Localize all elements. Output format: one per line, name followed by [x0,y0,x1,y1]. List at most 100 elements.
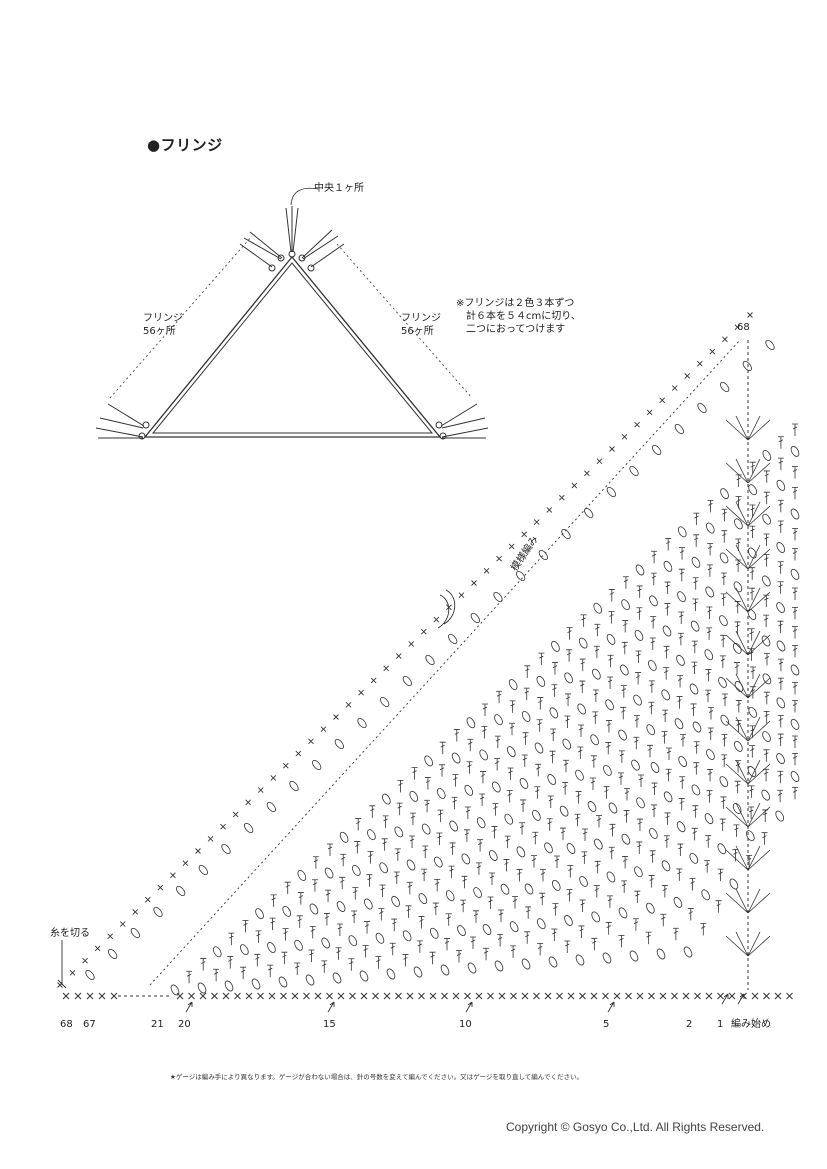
puff-stitch [776,753,785,765]
tassel-strand [301,229,333,259]
puff-stitch [673,896,683,908]
double-crochet [242,919,249,933]
double-crochet [327,843,333,856]
edge-x-stitch [383,665,390,672]
double-crochet [680,734,686,747]
double-crochet [636,585,643,598]
single-crochet-x [510,992,517,1000]
double-crochet [582,828,588,841]
double-crochet [228,932,235,946]
edge-puff-stitch [221,843,231,855]
single-crochet-x [395,992,402,1000]
double-crochet [732,848,739,862]
double-crochet [325,889,332,903]
puff-stitch [476,817,486,829]
double-crochet [691,640,698,654]
double-crochet [378,908,385,921]
cut-yarn-marker [57,940,67,989]
double-crochet [510,945,517,958]
puff-stitch [648,660,657,671]
single-crochet-x [98,992,106,1000]
double-crochet [282,928,289,941]
puff-stitch [649,595,658,607]
double-crochet [777,658,784,672]
single-crochet-x [268,992,276,1000]
single-crochet-x [245,992,253,1000]
puff-stitch [348,935,358,947]
double-crochet [706,606,713,620]
fan-stitch [725,501,771,527]
double-crochet [560,827,566,841]
tassel-strand [95,427,144,438]
double-crochet [605,922,612,935]
edge-puff-stitch [357,717,367,729]
puff-stitch [559,805,569,817]
fan-stitch [725,759,771,785]
double-crochet [720,634,727,648]
double-crochet [566,889,573,902]
puff-stitch [379,862,388,874]
puff-stitch [436,788,446,799]
double-crochet [535,763,542,777]
double-crochet [792,752,798,766]
puff-stitch [683,946,693,958]
tassel-strand [243,237,282,260]
edge-puff-stitch [561,528,571,540]
double-crochet [749,461,756,475]
puff-stitch [677,526,687,538]
single-crochet-x [86,992,94,1000]
puff-stitch [549,707,559,719]
right-fringe-label-line2: 56ヶ所 [401,326,434,337]
edge-x-stitch [496,555,502,562]
puff-stitch [661,689,671,701]
edge-puff-stitch [198,864,208,876]
puff-stitch [466,717,476,729]
double-crochet [647,744,653,758]
puff-stitch [536,918,546,930]
double-crochet [473,910,479,923]
double-crochet [748,628,755,641]
edge-puff-stitch [176,885,186,897]
tassel-knot [268,264,276,272]
edge-puff-stitch [493,591,503,603]
tassel-strand [302,235,339,260]
double-crochet [551,662,558,675]
puff-stitch [492,781,501,793]
tassel-strand [441,417,486,429]
double-crochet [482,703,488,716]
double-crochet [391,918,398,932]
edge-x-stitch [345,701,352,708]
puff-stitch [587,801,597,812]
double-crochet [566,649,573,662]
double-crochet [691,661,698,675]
double-crochet [648,875,655,888]
double-crochet [254,953,261,967]
puff-stitch [297,870,307,881]
double-crochet [503,859,510,872]
single-crochet-x [671,992,678,1000]
double-crochet [451,796,458,810]
row-direction-arrow [185,1001,193,1013]
double-crochet [335,947,342,960]
right-fringe-label: フリンジ 56ヶ所 [401,312,441,338]
puff-stitch [479,749,489,761]
edge-x-stitch [295,750,302,757]
edge-x-stitch [257,787,264,793]
double-crochet [491,826,498,839]
puff-stitch [278,976,288,988]
fringe-section-title: ●フリンジ [147,136,223,154]
puff-stitch [775,810,785,822]
double-crochet [708,707,714,720]
puff-stitch [536,675,546,687]
double-crochet [676,868,683,881]
double-crochet [690,703,697,716]
puff-stitch [761,789,771,801]
puff-stitch [352,865,361,876]
puff-stitch [564,672,573,684]
puff-stitch [748,706,758,718]
double-crochet [763,768,770,782]
single-crochet-x [303,992,310,1000]
double-crochet [416,940,423,953]
double-crochet [436,832,443,845]
double-crochet [497,934,504,947]
